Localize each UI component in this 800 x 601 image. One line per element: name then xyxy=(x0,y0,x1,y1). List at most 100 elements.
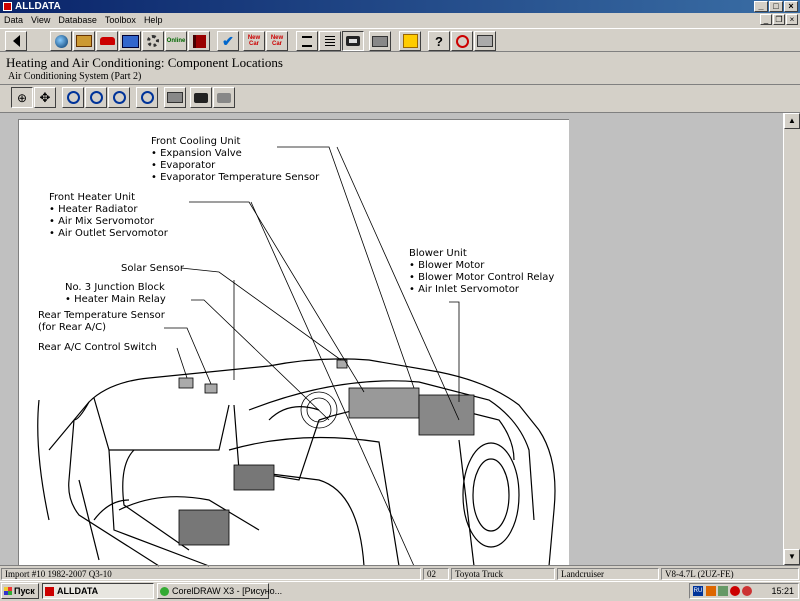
checkmark-icon: ✔ xyxy=(222,32,234,49)
label-front-cooling-title: Front Cooling Unit xyxy=(151,136,241,147)
maximize-button[interactable]: □ xyxy=(769,1,783,12)
label-air-outlet-servomotor: • Air Outlet Servomotor xyxy=(49,228,168,239)
label-blower-title: Blower Unit xyxy=(409,248,467,259)
label-rear-ac-note: (for Rear A/C) xyxy=(38,322,106,333)
zoom-in-button[interactable] xyxy=(85,87,107,108)
language-indicator[interactable]: RU xyxy=(693,586,703,596)
printer-icon xyxy=(167,92,183,103)
title-bar: ALLDATA _ □ × xyxy=(0,0,800,13)
gear-icon xyxy=(147,35,159,47)
fax-button[interactable] xyxy=(474,31,496,51)
zoom-out-icon xyxy=(112,91,126,104)
menu-database[interactable]: Database xyxy=(58,15,97,25)
new-car-icon: New Car xyxy=(247,35,261,47)
start-label: Пуск xyxy=(14,586,35,596)
new-car-button[interactable]: New Car xyxy=(243,31,265,51)
globe-icon xyxy=(54,34,68,48)
fax-icon xyxy=(477,35,493,47)
scroll-up-button[interactable]: ▲ xyxy=(784,113,800,129)
zoom-fit-button[interactable] xyxy=(62,87,84,108)
label-front-heater-title: Front Heater Unit xyxy=(49,192,135,203)
page-title: Heating and Air Conditioning: Component … xyxy=(6,55,283,70)
windows-logo-icon xyxy=(4,587,12,595)
book-icon xyxy=(192,34,206,48)
main-toolbar: Online ✔ New Car New Car ? xyxy=(0,28,800,52)
label-air-inlet-servomotor: • Air Inlet Servomotor xyxy=(409,284,519,295)
list-icon xyxy=(302,35,312,47)
text-button[interactable] xyxy=(319,31,341,51)
gear-button[interactable] xyxy=(142,31,164,51)
search-button[interactable] xyxy=(451,31,473,51)
vehicle-diagram xyxy=(37,146,556,567)
label-air-mix-servomotor: • Air Mix Servomotor xyxy=(49,216,155,227)
task-alldata[interactable]: ALLDATA xyxy=(42,583,154,599)
security-icon[interactable] xyxy=(730,586,740,596)
text-lines-icon xyxy=(325,36,335,46)
online-icon: Online xyxy=(166,38,186,44)
pan-tool-button[interactable]: ✥ xyxy=(34,87,56,108)
label-front-heater: Front Heater Unit • Heater Radiator • Ai… xyxy=(49,192,168,240)
image-print-button[interactable] xyxy=(164,87,186,108)
close-button[interactable]: × xyxy=(784,1,798,12)
mdi-restore-button[interactable]: ❐ xyxy=(773,14,785,25)
menu-toolbox[interactable]: Toolbox xyxy=(104,15,136,25)
zoom-in-tool-button[interactable]: ⊕ xyxy=(11,87,33,108)
taskbar: Пуск ALLDATA CorelDRAW X3 - [Рисуно... R… xyxy=(0,581,800,601)
minimize-button[interactable]: _ xyxy=(754,1,768,12)
image-export-button[interactable] xyxy=(213,87,235,108)
camera-icon xyxy=(194,92,208,103)
zoom-reset-button[interactable] xyxy=(136,87,158,108)
label-heater-main-relay: • Heater Main Relay xyxy=(65,294,166,305)
label-rear-temp-sensor-title: Rear Temperature Sensor xyxy=(38,310,165,321)
label-solar-sensor: Solar Sensor xyxy=(121,263,184,274)
label-blower-motor: • Blower Motor xyxy=(409,260,485,271)
mdi-close-button[interactable]: × xyxy=(786,14,798,25)
opera-icon[interactable] xyxy=(742,586,752,596)
menu-help[interactable]: Help xyxy=(143,15,163,25)
check-button[interactable]: ✔ xyxy=(217,31,239,51)
status-model: Landcruiser xyxy=(557,568,659,580)
book-button[interactable] xyxy=(188,31,210,51)
move-icon: ✥ xyxy=(39,89,51,105)
label-blower: Blower Unit • Blower Motor • Blower Moto… xyxy=(409,248,554,296)
print-button[interactable] xyxy=(369,31,391,51)
label-junction-block-title: No. 3 Junction Block xyxy=(65,282,165,293)
vertical-scrollbar[interactable]: ▲ ▼ xyxy=(783,113,800,565)
globe-button[interactable] xyxy=(50,31,72,51)
new-car-2-button[interactable]: New Car xyxy=(266,31,288,51)
zoom-out-button[interactable] xyxy=(108,87,130,108)
app-icon xyxy=(3,2,12,11)
help-button[interactable]: ? xyxy=(428,31,450,51)
image-toolbar: ⊕ ✥ xyxy=(0,85,800,111)
menu-bar: Data View Database Toolbox Help _ ❐ × xyxy=(0,13,800,27)
list-button[interactable] xyxy=(296,31,318,51)
label-evaporator-temp-sensor: • Evaporator Temperature Sensor xyxy=(151,172,320,183)
note-button[interactable] xyxy=(399,31,421,51)
network-icon[interactable] xyxy=(718,586,728,596)
tsb-button[interactable] xyxy=(119,31,141,51)
camera-button[interactable] xyxy=(342,31,364,51)
task-coreldraw[interactable]: CorelDRAW X3 - [Рисуно... xyxy=(157,583,282,599)
zoom-in-icon xyxy=(89,91,103,104)
menu-data[interactable]: Data xyxy=(4,15,24,25)
system-tray: RU 15:21 xyxy=(689,583,799,599)
label-expansion-valve: • Expansion Valve xyxy=(151,148,242,159)
mdi-minimize-button[interactable]: _ xyxy=(760,14,772,25)
label-junction-block: No. 3 Junction Block • Heater Main Relay xyxy=(65,282,166,306)
folder-icon xyxy=(76,35,92,47)
tray-app-icon[interactable] xyxy=(706,586,716,596)
scroll-down-button[interactable]: ▼ xyxy=(784,549,800,565)
folder-button[interactable] xyxy=(73,31,95,51)
vehicle-button[interactable] xyxy=(96,31,118,51)
online-button[interactable]: Online xyxy=(165,31,187,51)
menu-view[interactable]: View xyxy=(31,15,51,25)
back-button[interactable] xyxy=(5,31,27,51)
note-icon xyxy=(402,34,418,48)
zoom-fit-icon xyxy=(66,91,80,104)
label-front-cooling: Front Cooling Unit • Expansion Valve • E… xyxy=(151,136,319,184)
start-button[interactable]: Пуск xyxy=(1,583,39,599)
question-icon: ? xyxy=(435,33,443,49)
image-camera-button[interactable] xyxy=(190,87,212,108)
arrow-left-icon xyxy=(12,35,20,47)
clock: 15:21 xyxy=(771,586,794,596)
